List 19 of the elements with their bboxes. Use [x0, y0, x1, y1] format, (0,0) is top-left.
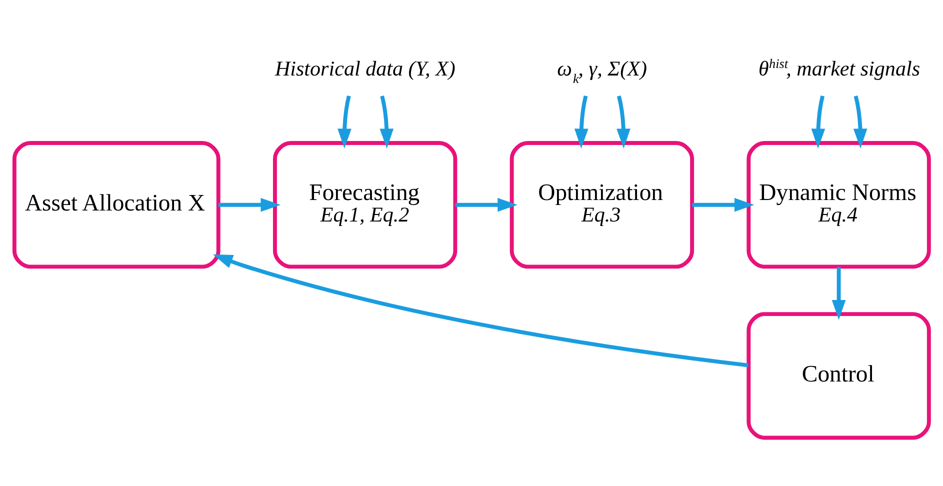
- arrow: [212, 254, 748, 368]
- arrow: [616, 95, 630, 148]
- node-box: Dynamic Norms Eq.4: [746, 141, 930, 269]
- node-text: Historical data (Y, X): [274, 56, 455, 81]
- arrow: [692, 198, 754, 212]
- arrow: [379, 95, 394, 148]
- node-box: Forecasting Eq.1, Eq.2: [272, 141, 457, 269]
- arrow: [218, 198, 280, 212]
- node-box: Control: [746, 312, 930, 440]
- arrow: [337, 95, 351, 148]
- arrow: [454, 198, 517, 212]
- arrow: [831, 266, 846, 320]
- arrow: [810, 95, 825, 148]
- arrow: [852, 95, 867, 148]
- node-box: Asset Allocation X: [12, 141, 220, 269]
- node-box: Optimization Eq.3: [509, 141, 694, 269]
- node-text: θ$^{hist}$, market signals: [758, 56, 920, 81]
- arrow: [574, 95, 588, 148]
- node-text: ω$_{k}$, γ, Σ(X): [556, 56, 646, 86]
